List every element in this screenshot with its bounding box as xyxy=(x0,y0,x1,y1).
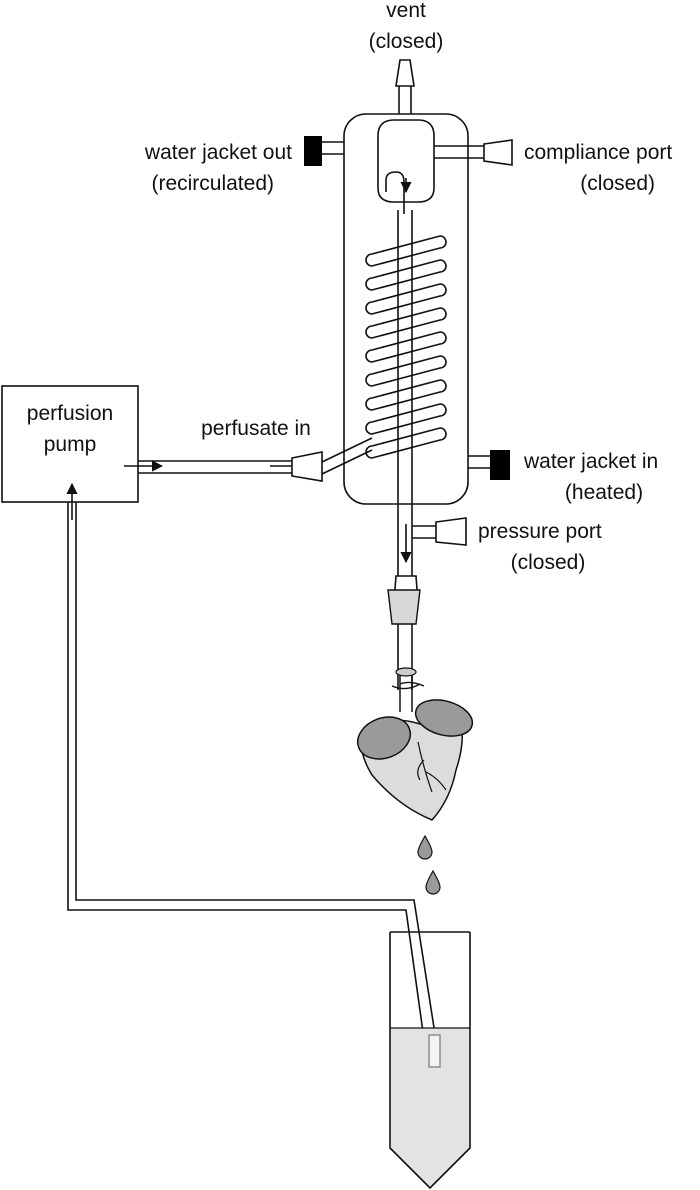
coil-loop xyxy=(365,307,447,339)
inlet-connector xyxy=(291,451,323,482)
coil-loop xyxy=(365,379,447,411)
vent-port xyxy=(395,59,415,122)
coil-loop xyxy=(365,331,447,363)
heat-exchange-coil xyxy=(365,235,447,459)
coil-loop xyxy=(365,283,447,315)
label-pump-line2: pump xyxy=(44,433,97,456)
label-compliance-port: compliance port xyxy=(524,141,672,164)
coil-loop xyxy=(365,403,447,435)
coil-loop xyxy=(365,427,447,459)
label-compliance-state: (closed) xyxy=(580,172,655,195)
perfusate-inlet-tubing xyxy=(138,460,292,474)
coil-loop xyxy=(365,235,447,267)
coil-loop xyxy=(365,355,447,387)
cannula-adapter xyxy=(387,575,421,690)
coil-loop xyxy=(365,259,447,291)
label-pump-line1: perfusion xyxy=(27,402,113,425)
water-jacket-in-port xyxy=(468,450,510,480)
heart xyxy=(356,667,474,821)
label-perfusate-in: perfusate in xyxy=(201,417,311,440)
label-water-jacket-in: water jacket in xyxy=(523,450,658,473)
collection-tube xyxy=(389,931,471,1190)
label-pressure-state: (closed) xyxy=(511,551,586,574)
bubble-trap xyxy=(377,119,435,214)
outflow-tube xyxy=(397,210,413,578)
compliance-port xyxy=(434,139,513,166)
label-vent-state: (closed) xyxy=(369,30,444,53)
label-vent: vent xyxy=(386,0,426,22)
perfusate-drops xyxy=(417,834,441,895)
label-pressure-port: pressure port xyxy=(478,520,602,543)
coil-inlet-segment xyxy=(321,437,373,475)
perfusion-pump xyxy=(1,385,139,520)
pressure-port xyxy=(412,517,467,546)
label-water-jacket-out-state: (recirculated) xyxy=(151,172,274,195)
label-water-jacket-out: water jacket out xyxy=(144,141,292,164)
water-jacket-out-port xyxy=(304,136,344,166)
label-water-jacket-in-state: (heated) xyxy=(565,481,643,504)
return-tubing xyxy=(67,502,441,1069)
